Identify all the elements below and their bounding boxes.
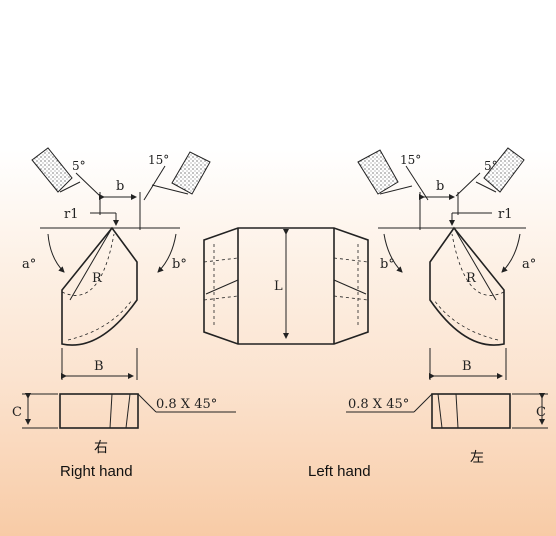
a-deg-label-left: a°	[522, 257, 536, 272]
gauge-block-5deg-left	[483, 147, 525, 193]
insert-sector-left	[429, 226, 505, 346]
b-label-right: b	[116, 179, 124, 194]
right-hand-view	[22, 147, 236, 429]
angle-5-label-left: 5°	[484, 159, 498, 173]
angle-15-label-left: 15°	[400, 153, 421, 167]
left-hand-cn-caption: 左	[470, 450, 484, 466]
l-label: L	[274, 279, 283, 294]
insert-sector-right	[61, 226, 138, 346]
length-view	[203, 227, 369, 345]
b-deg-label-left: b°	[380, 257, 395, 272]
c-label-right: C	[12, 405, 22, 420]
right-hand-caption: Right hand	[60, 463, 133, 480]
left-hand-view	[346, 147, 548, 429]
width-b-label-right: B	[94, 359, 104, 374]
gauge-block-15deg-left	[357, 149, 399, 195]
a-deg-label-right: a°	[22, 257, 36, 272]
left-hand-caption: Left hand	[308, 463, 371, 480]
front-view-left	[431, 393, 511, 429]
r-label-right: R	[92, 271, 103, 286]
c-label-left: C	[536, 405, 546, 420]
angle-5-label-right: 5°	[72, 159, 86, 173]
width-b-label-left: B	[462, 359, 472, 374]
angle-15-label-right: 15°	[148, 153, 169, 167]
chamfer-label-right: 0.8 X 45°	[156, 397, 217, 412]
r1-label-left: r1	[498, 207, 513, 222]
gauge-block-15deg-right	[171, 151, 211, 195]
r1-label-right: r1	[64, 207, 79, 222]
r-label-left: R	[466, 271, 477, 286]
right-hand-cn-caption: 右	[94, 440, 108, 456]
gauge-block-5deg-right	[31, 147, 73, 193]
chamfer-label-left: 0.8 X 45°	[348, 397, 409, 412]
b-deg-label-right: b°	[172, 257, 187, 272]
b-label-left: b	[436, 179, 444, 194]
insert-side-view	[203, 227, 369, 345]
front-view-right	[59, 393, 139, 429]
